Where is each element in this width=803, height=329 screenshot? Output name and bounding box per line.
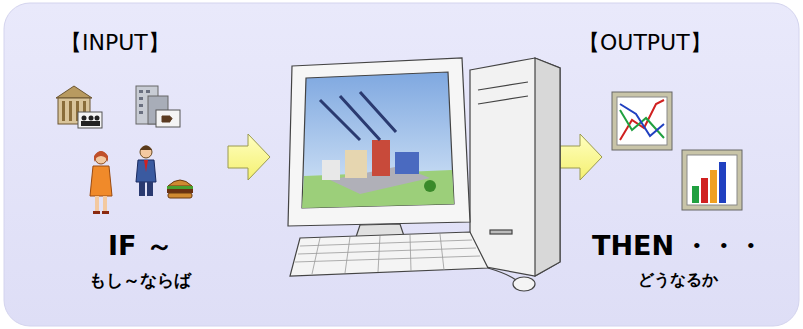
result-caption: どうなるか [638, 270, 718, 289]
flow-arrow [560, 134, 602, 180]
condition-caption: もし～ならば [89, 270, 191, 290]
flow-arrow [228, 134, 270, 180]
output-heading: 【OUTPUT】 [578, 30, 712, 56]
result-label: THEN ・・・ [592, 230, 764, 262]
input-icons [56, 86, 193, 214]
input-heading: 【INPUT】 [60, 30, 170, 56]
computer-illustration [288, 58, 560, 291]
output-charts [612, 92, 742, 210]
condition-label: IF ～ [108, 230, 173, 262]
background-panel [4, 3, 799, 326]
